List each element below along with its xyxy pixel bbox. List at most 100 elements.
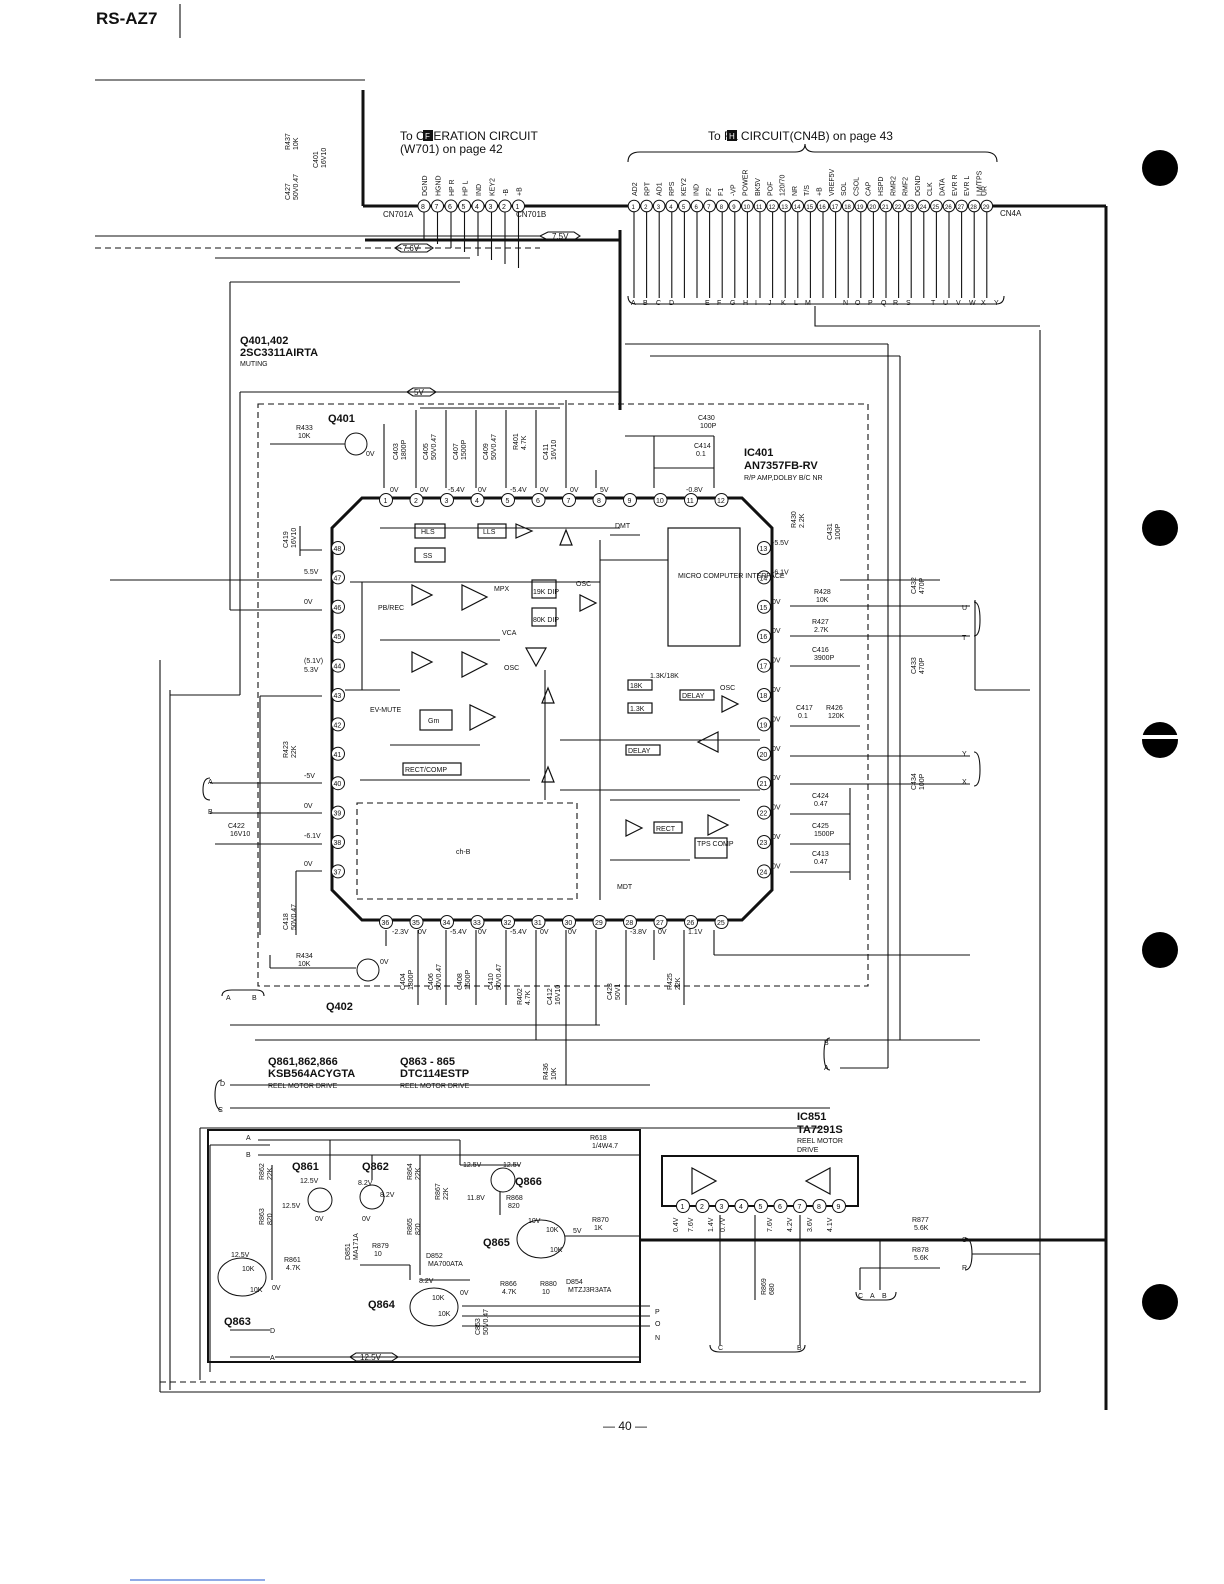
port-letter: U [962, 605, 967, 612]
q865-symbol [516, 1219, 566, 1259]
ic851-pin-number: 4 [739, 1204, 743, 1211]
bus-letter: N [843, 300, 848, 307]
cn4a-pin-number: 14 [794, 205, 801, 211]
ic401-pin-number: 2 [414, 498, 418, 505]
ic401-pin-number: 20 [760, 752, 768, 759]
q402-ref: Q402 [326, 1001, 353, 1013]
ic851-pin-number: 8 [817, 1204, 821, 1211]
ic401-pin [440, 915, 454, 929]
ic401-bottom-voltage: 0V [658, 929, 667, 936]
bus-letter: B [643, 300, 648, 307]
block-micro-interface [667, 527, 741, 647]
port-letter: N [655, 1335, 660, 1342]
component-value: 4.7K [286, 1265, 301, 1272]
component-ref: C423 [607, 983, 614, 1000]
tag-7-5v: 7.5V [552, 232, 569, 241]
ic401-top-voltage: -5.4V [510, 487, 527, 494]
component-ref: C432 [911, 577, 918, 594]
q863-v: 12.5V [231, 1252, 250, 1259]
ic851-pin-number: 6 [778, 1204, 782, 1211]
component-ref: C413 [812, 851, 829, 858]
ic401-top-voltage: 5V [600, 487, 609, 494]
component-ref: C408 [457, 973, 464, 990]
ic401-internal: HLS LLS SS DMT PB/REC MPX 19K DIP 80K DI… [345, 523, 785, 900]
buffer-2 [559, 528, 573, 546]
bus-letter: S [906, 300, 911, 307]
ic851-pin [793, 1199, 807, 1213]
buffer-1 [515, 523, 534, 539]
ic401-body [330, 496, 774, 922]
component-ref: R864 [407, 1163, 414, 1180]
component-value: MA171A [353, 1233, 360, 1260]
port-letter: B [252, 995, 257, 1002]
port-letter: P [655, 1309, 660, 1316]
ic401-pin-number: 11 [687, 498, 694, 505]
q865-v2: 5V [573, 1228, 582, 1235]
component-value: 22K [443, 1187, 450, 1200]
ic401-pin [757, 541, 771, 555]
ic401-pin [331, 570, 345, 585]
cn4a-pin-number: 1 [632, 205, 636, 211]
supply-tags: 7.5V -7.6V 5V 12.5V [170, 231, 640, 1362]
cn4a-pin-number: 24 [920, 205, 927, 211]
component-value: 10K [298, 961, 311, 968]
component-value: 50V0.47 [291, 904, 298, 930]
ic401-pin-number: 25 [717, 920, 725, 927]
cn4a-signal: HSPD [878, 177, 885, 196]
cn4a-pin [892, 199, 905, 213]
cn4a-pin [804, 199, 817, 213]
cn4a-pin [728, 199, 742, 213]
ic401-pin-number: 17 [760, 664, 768, 671]
ic401-pin-number: 6 [536, 498, 540, 505]
q862-v2: 8.2V [380, 1192, 395, 1199]
component-ref: C427 [285, 183, 292, 200]
q862-label: Q862 [362, 1161, 389, 1173]
cn4a-signal: SOL [841, 182, 848, 196]
q864-k: 10K [432, 1295, 445, 1302]
block-13k18k-label: 1.3K/18K [650, 673, 679, 680]
ic401-left-voltage: -6.1V [304, 833, 321, 840]
ic401-pin [592, 493, 607, 507]
ic851-part: TA7291S [797, 1124, 843, 1136]
bus-letter: W [969, 300, 976, 307]
cn4a-signal: UR [981, 186, 988, 196]
q863-k2: 10K [250, 1287, 263, 1294]
cn4a-pin [980, 199, 994, 213]
q863-symbol [217, 1257, 267, 1297]
cn4a-signal: AD1 [657, 182, 664, 196]
ic401-pin [757, 805, 771, 820]
cn4a-signal: CAP [866, 181, 873, 196]
component-value: MTZJ3R3ATA [568, 1287, 612, 1294]
component-ref: C433 [911, 657, 918, 674]
ic401-bottom-voltage: -3.8V [630, 929, 647, 936]
component-value: 0.47 [814, 801, 828, 808]
component-value: 1500P [461, 439, 468, 460]
block-ss [414, 547, 446, 563]
component-ref: C422 [228, 823, 245, 830]
operation-letter-box [423, 130, 433, 141]
cn4a-signal: POWER [743, 170, 750, 196]
ic401-pin-number: 23 [760, 840, 768, 847]
port-brace-yx [973, 751, 981, 787]
bus-letter: A [631, 300, 636, 307]
cn701a-label: CN701A [383, 210, 414, 219]
component-ref: R880 [540, 1281, 557, 1288]
ic401-pin [592, 915, 607, 929]
ic401-right-voltage: 0V [772, 834, 781, 841]
ic401-pin [501, 493, 515, 507]
component-ref: R426 [826, 705, 843, 712]
ic401-pin [623, 493, 637, 507]
port-letter: A [226, 995, 231, 1002]
component-ref: R863 [259, 1208, 266, 1225]
ic851-wiring [709, 1215, 1040, 1353]
ic851-pin [734, 1199, 749, 1213]
q861-v3: 0V [315, 1216, 324, 1223]
cn4a-pin-number: 9 [732, 205, 736, 211]
cn4a-pin-number: 11 [756, 205, 763, 211]
ic401-top-voltage: 0V [390, 487, 399, 494]
